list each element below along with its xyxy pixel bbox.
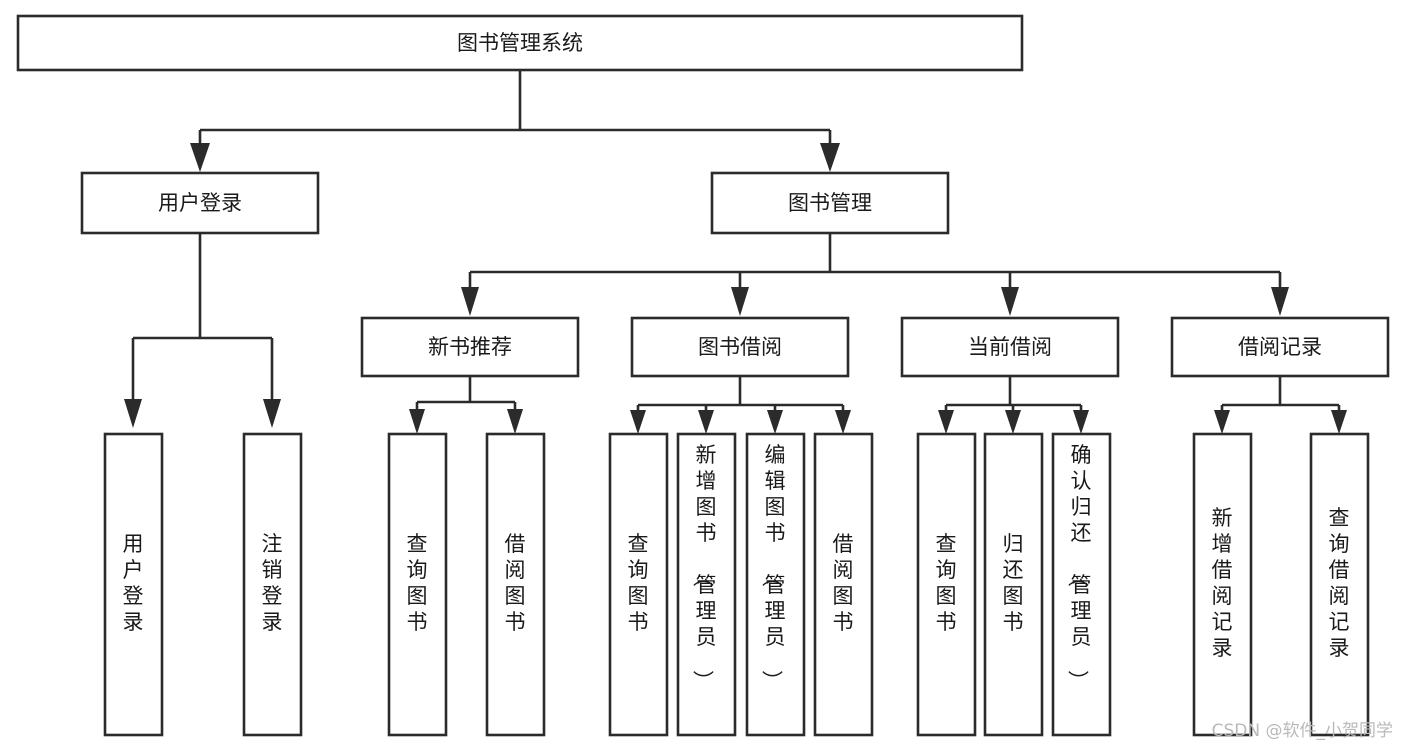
node-book-borrow[interactable]: 图书借阅 (630, 316, 850, 378)
arrow-head-leaf-logout (263, 399, 281, 428)
node-borrow-record-label: 借阅记录 (1238, 335, 1322, 359)
arrow-head-borrowrecord-leaf-2 (1331, 410, 1347, 434)
arrow-head-currentborrow-leaf-3 (1073, 410, 1089, 434)
node-current-borrow[interactable]: 当前借阅 (900, 316, 1120, 378)
node-borrow-record[interactable]: 借阅记录 (1170, 316, 1390, 378)
leaf-newbook-query-book-label: 查询图书 (407, 532, 428, 634)
arrow-head-book-borrow (731, 287, 749, 316)
leaf-record-query-record[interactable]: 查询借阅记录 (1309, 432, 1370, 737)
node-book-management-label: 图书管理 (788, 191, 872, 215)
node-book-borrow-label: 图书借阅 (698, 335, 782, 359)
leaf-current-return-book[interactable]: 归还图书 (983, 432, 1044, 737)
leaf-newbook-query-book[interactable]: 查询图书 (387, 432, 448, 737)
leaf-borrow-edit-book-label: 编辑图书（管理员） (760, 443, 786, 691)
arrow-head-user-login (190, 143, 210, 172)
leaf-user-login-label: 用户登录 (123, 532, 144, 634)
leaf-current-return-book-label: 归还图书 (1003, 532, 1024, 634)
arrow-head-bookborrow-leaf-3 (767, 410, 783, 434)
leaf-borrow-add-book[interactable]: 新增图书（管理员） (676, 432, 737, 737)
arrow-head-newbook-leaf-1 (409, 409, 425, 434)
leaf-newbook-borrow-book[interactable]: 借阅图书 (485, 432, 546, 737)
leaf-current-confirm-return-label: 确认归还（管理员） (1066, 443, 1092, 691)
arrow-head-currentborrow-leaf-2 (1005, 410, 1021, 434)
arrow-head-currentborrow-leaf-1 (938, 410, 954, 434)
connector-group (124, 70, 1347, 434)
arrow-head-newbook-leaf-2 (507, 409, 523, 434)
leaf-logout[interactable]: 注销登录 (242, 432, 303, 737)
node-user-login[interactable]: 用户登录 (80, 171, 320, 235)
leaf-current-confirm-return[interactable]: 确认归还（管理员） (1051, 432, 1112, 737)
arrow-head-book-mgmt (820, 143, 840, 172)
leaf-borrow-add-book-label: 新增图书（管理员） (691, 443, 717, 691)
leaf-newbook-borrow-book-label: 借阅图书 (505, 532, 526, 634)
node-root-book-management-system[interactable]: 图书管理系统 (16, 14, 1024, 72)
leaf-current-query-book[interactable]: 查询图书 (916, 432, 977, 737)
leaf-record-add-record[interactable]: 新增借阅记录 (1192, 432, 1253, 737)
arrow-head-borrow-record (1271, 287, 1289, 316)
leaf-borrow-query-book-label: 查询图书 (628, 532, 649, 634)
csdn-watermark: CSDN @软件_小贺同学 (1211, 721, 1393, 741)
leaf-borrow-borrow-book-label: 借阅图书 (833, 532, 854, 634)
node-new-book-recommend-label: 新书推荐 (428, 335, 512, 359)
leaf-current-query-book-label: 查询图书 (936, 532, 957, 634)
leaf-borrow-edit-book[interactable]: 编辑图书（管理员） (745, 432, 806, 737)
leaf-borrow-borrow-book[interactable]: 借阅图书 (813, 432, 874, 737)
arrow-head-bookborrow-leaf-4 (835, 410, 851, 434)
arrow-head-current-borrow (1001, 287, 1019, 316)
arrow-head-leaf-user-login (124, 399, 142, 428)
arrow-head-bookborrow-leaf-2 (698, 410, 714, 434)
node-book-management[interactable]: 图书管理 (710, 171, 950, 235)
leaf-logout-label: 注销登录 (262, 532, 283, 634)
node-new-book-recommend[interactable]: 新书推荐 (360, 316, 580, 378)
node-user-login-label: 用户登录 (158, 191, 242, 215)
leaf-record-query-record-label: 查询借阅记录 (1329, 506, 1350, 660)
arrow-head-borrowrecord-leaf-1 (1214, 410, 1230, 434)
leaf-user-login[interactable]: 用户登录 (103, 432, 164, 737)
node-root-label: 图书管理系统 (457, 31, 583, 55)
arrow-head-new-book (461, 287, 479, 316)
leaf-record-add-record-label: 新增借阅记录 (1212, 506, 1233, 660)
arrow-head-bookborrow-leaf-1 (630, 410, 646, 434)
node-current-borrow-label: 当前借阅 (968, 335, 1052, 359)
leaf-borrow-query-book[interactable]: 查询图书 (608, 432, 669, 737)
